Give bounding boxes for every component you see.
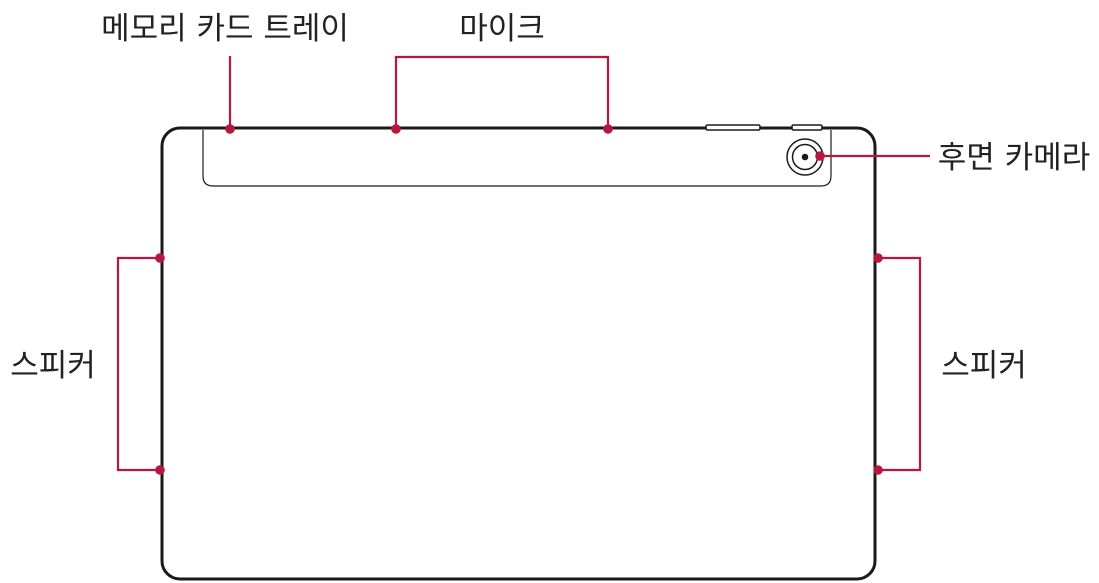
speaker-left-callout-bracket — [116, 256, 160, 472]
microphone-dot-left — [391, 124, 401, 134]
rear-camera-label: 후면 카메라 — [938, 140, 1090, 176]
rear-camera-dot — [815, 151, 825, 161]
speaker-left-dot-top — [155, 253, 165, 263]
microphone-label: 마이크 — [459, 11, 545, 47]
speaker-left-label: 스피커 — [10, 348, 96, 384]
memory-card-tray-label: 메모리 카드 트레이 — [101, 11, 349, 47]
memory-card-tray-dot — [225, 124, 235, 134]
volume-button — [705, 124, 761, 131]
top-panel-strip — [202, 130, 832, 187]
speaker-right-dot-bottom — [873, 465, 883, 475]
speaker-right-callout-bracket — [878, 256, 922, 472]
tablet-body-outline — [160, 126, 877, 581]
microphone-callout-bracket — [394, 55, 610, 128]
speaker-right-dot-top — [873, 253, 883, 263]
speaker-right-label: 스피커 — [941, 348, 1027, 384]
microphone-dot-right — [603, 124, 613, 134]
speaker-left-dot-bottom — [155, 465, 165, 475]
power-button — [791, 124, 823, 131]
